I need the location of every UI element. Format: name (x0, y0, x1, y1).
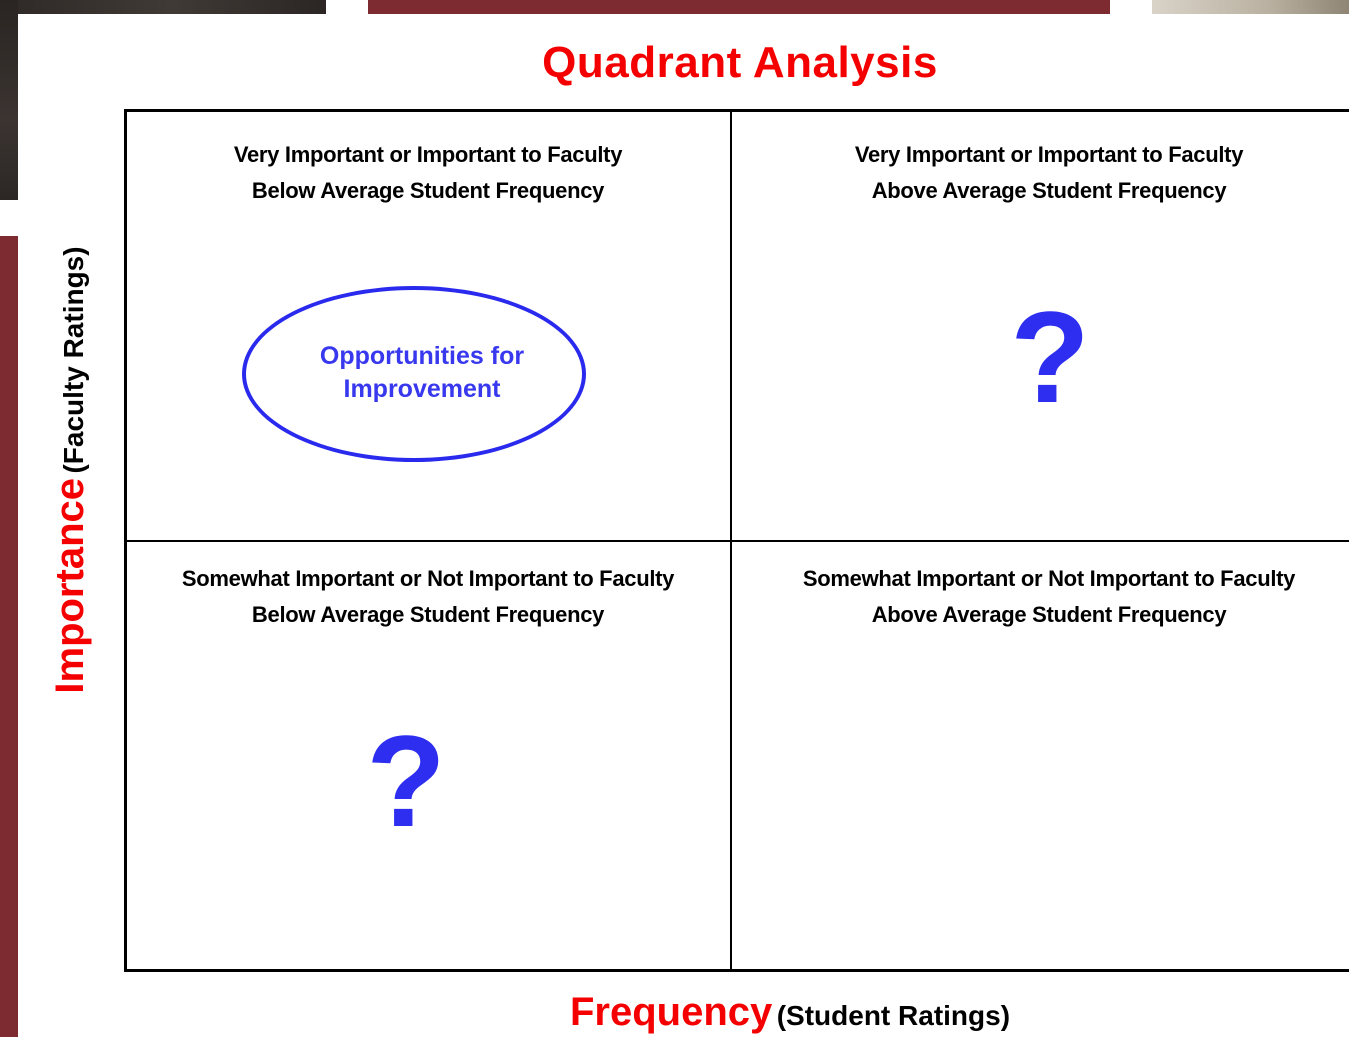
quadrant-top-left-label: Very Important or Important to Faculty B… (128, 137, 728, 209)
background-photo-top-left (18, 0, 326, 14)
quadrant-bottom-right-line2: Above Average Student Frequency (871, 602, 1227, 627)
y-axis-label: Importance (Faculty Ratings) (48, 210, 108, 730)
opportunities-ellipse (242, 286, 586, 462)
quadrant-top-left-line1: Very Important or Important to Faculty (233, 142, 623, 167)
diagram-title: Quadrant Analysis (542, 38, 938, 87)
horizontal-divider (126, 540, 1349, 542)
quadrant-bottom-left-line1: Somewhat Important or Not Important to F… (181, 566, 675, 591)
background-maroon-band-left (0, 236, 18, 1037)
background-maroon-band-top (368, 0, 1110, 14)
quadrant-bottom-left-line2: Below Average Student Frequency (251, 602, 605, 627)
question-mark-icon-bottom-left: ? (366, 708, 446, 854)
x-axis-label: Frequency (Student Ratings) (440, 990, 1140, 1035)
opportunities-label-line2: Improvement (343, 375, 501, 403)
quadrant-bottom-right-line1: Somewhat Important or Not Important to F… (802, 566, 1296, 591)
question-mark-icon-top-right: ? (1010, 284, 1090, 430)
opportunities-label-line1: Opportunities for (319, 342, 525, 370)
background-photo-left (0, 0, 18, 200)
x-axis-sub: (Student Ratings) (776, 1000, 1011, 1031)
opportunities-label: Opportunities for Improvement (242, 340, 602, 406)
y-axis-sub: (Faculty Ratings) (58, 246, 89, 474)
quadrant-top-right-line2: Above Average Student Frequency (871, 178, 1227, 203)
background-gap-left (0, 200, 18, 236)
quadrant-top-left-line2: Below Average Student Frequency (251, 178, 605, 203)
quadrant-grid (124, 109, 1349, 972)
background-photo-top-right (1152, 0, 1349, 14)
quadrant-bottom-right-label: Somewhat Important or Not Important to F… (733, 561, 1349, 633)
quadrant-top-right-label: Very Important or Important to Faculty A… (733, 137, 1349, 209)
quadrant-top-right-line1: Very Important or Important to Faculty (854, 142, 1244, 167)
x-axis-main: Frequency (569, 990, 773, 1034)
quadrant-bottom-left-label: Somewhat Important or Not Important to F… (128, 561, 728, 633)
y-axis-main: Importance (48, 478, 92, 694)
